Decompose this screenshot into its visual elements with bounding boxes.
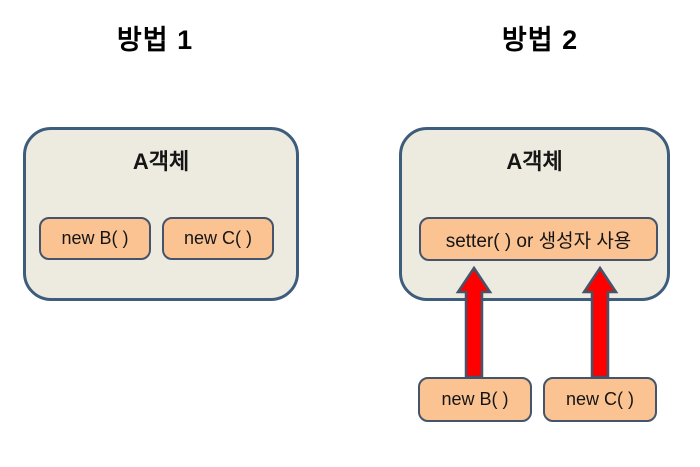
method2-object-a-label: A객체 <box>506 149 563 174</box>
method2-object-a-container: A객체 setter( ) or 생성자 사용 <box>399 127 670 301</box>
method1-new-b-node: new B( ) <box>39 217 151 260</box>
method2-new-b-node: new B( ) <box>418 377 532 422</box>
method2-setter-node: setter( ) or 생성자 사용 <box>419 217 658 261</box>
method1-new-c-node: new C( ) <box>162 217 274 260</box>
method2-title: 방법 2 <box>501 25 579 55</box>
method2-new-c-node: new C( ) <box>543 377 657 422</box>
method1-title: 방법 1 <box>116 25 194 55</box>
method1-object-a-label: A객체 <box>132 149 190 174</box>
method1-object-a-container: A객체 new B( ) new C( ) <box>23 127 299 301</box>
